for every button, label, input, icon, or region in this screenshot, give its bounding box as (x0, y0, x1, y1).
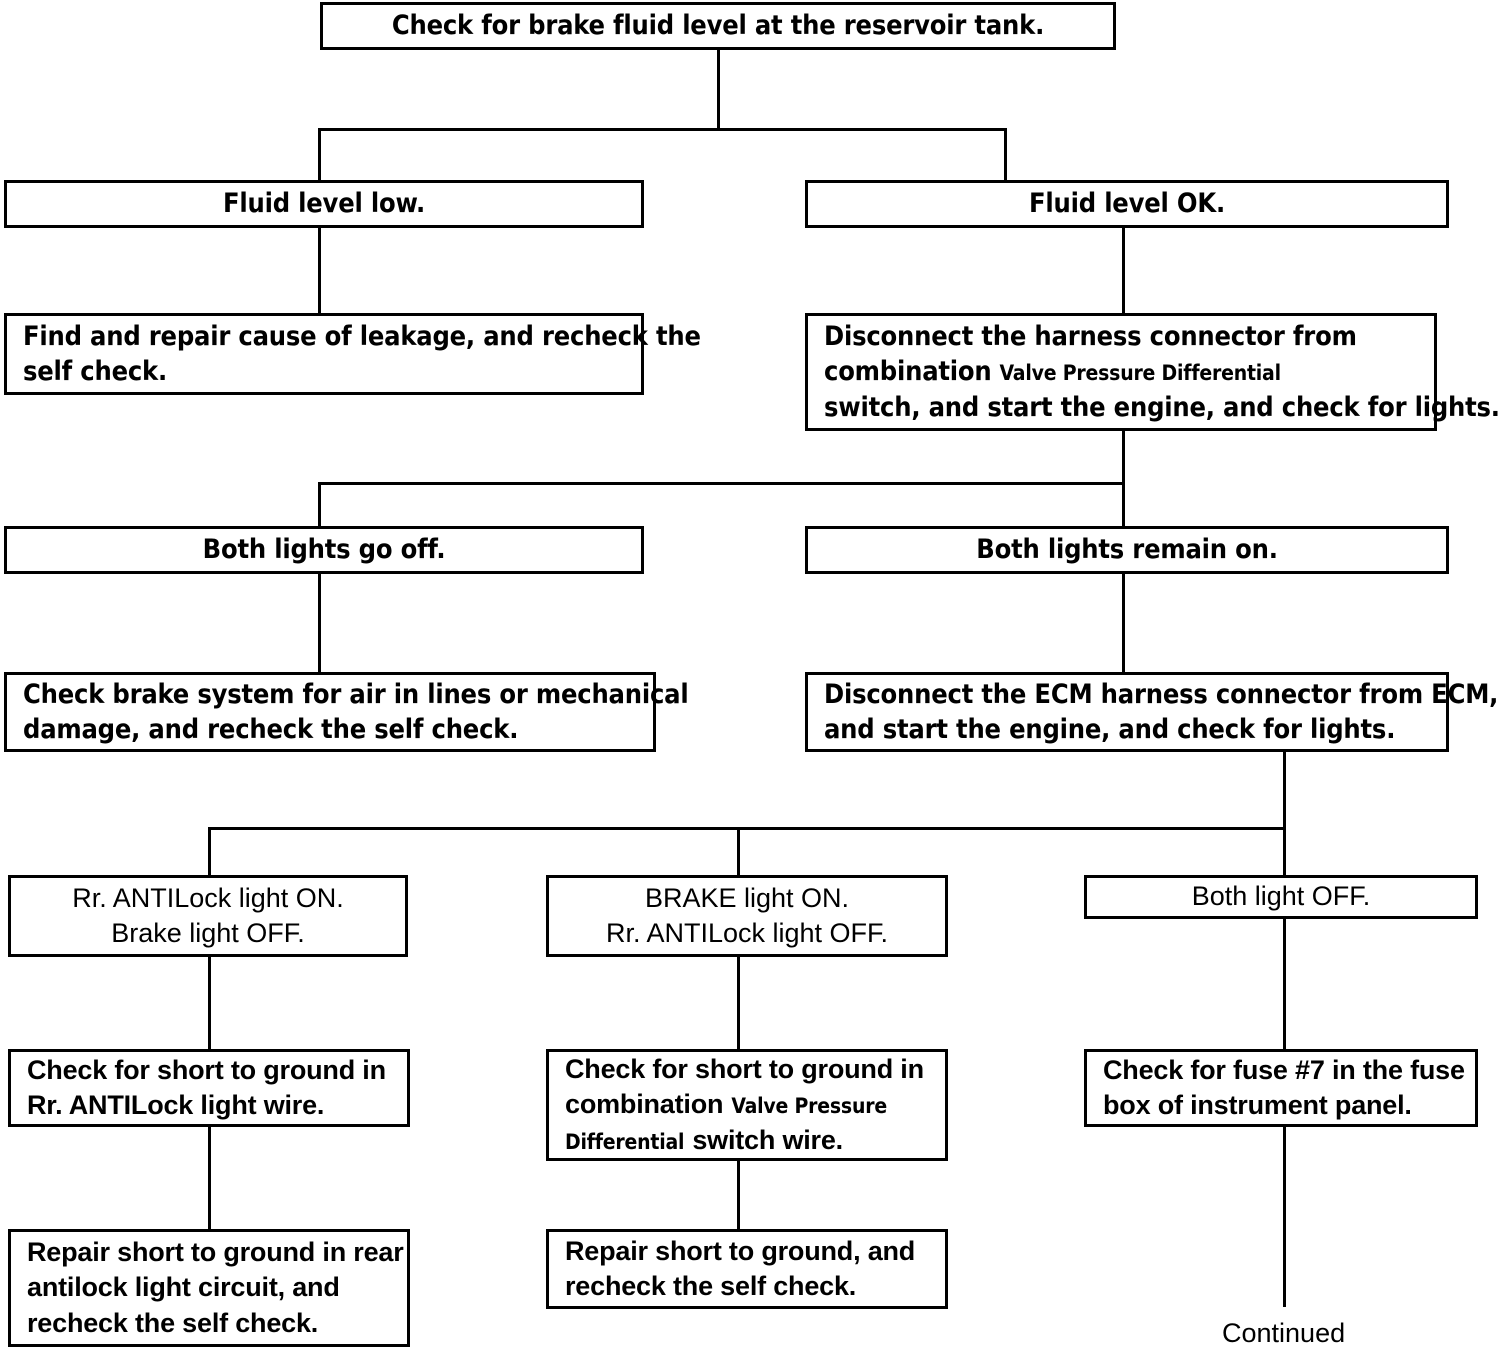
node-repair-short-ground: Repair short to ground, and recheck the … (546, 1229, 948, 1309)
node-fluid-level-ok-line1: Fluid level OK. (1029, 188, 1225, 220)
connector-lights-off-down (318, 574, 321, 672)
node-check-short-rr-wire: Check for short to ground in Rr. ANTILoc… (8, 1049, 410, 1127)
node-disconnect-harness: Disconnect the harness connector from co… (805, 313, 1500, 431)
node-check-fuse-line1: Check for fuse #7 in the fuse (1103, 1054, 1465, 1085)
node-check-short-combination-wire-line2: combination Valve Pressure (565, 1087, 887, 1122)
connector-brake-on-down (737, 957, 740, 1049)
node-disconnect-ecm-line1: Disconnect the ECM harness connector fro… (824, 678, 1499, 710)
connector-rr-on-down (208, 957, 211, 1049)
node-check-short-combination-wire-line2a: combination (565, 1089, 724, 1120)
node-repair-rr-circuit-line3: recheck the self check. (27, 1307, 319, 1338)
node-repair-rr-circuit-line2: antilock light circuit, and (27, 1272, 340, 1303)
node-check-short-combination-wire-line3a: Differential (565, 1129, 685, 1154)
connector-split-2-right-drop (1122, 482, 1125, 526)
node-repair-rr-circuit-line1: Repair short to ground in rear (27, 1237, 404, 1268)
connector-split-2-left-drop (318, 482, 321, 526)
node-both-light-off-line1: Both light OFF. (1191, 881, 1371, 912)
node-check-short-combination-wire-line3b: switch wire. (692, 1124, 843, 1155)
node-disconnect-ecm: Disconnect the ECM harness connector fro… (805, 672, 1498, 752)
node-both-lights-remain-on: Both lights remain on. (805, 526, 1449, 574)
node-check-short-combination-wire-line1: Check for short to ground in (565, 1054, 924, 1085)
node-disconnect-harness-line1: Disconnect the harness connector from (824, 321, 1357, 353)
connector-split-3-mid-drop (737, 827, 740, 875)
connector-check-comb-down (737, 1161, 740, 1229)
node-brake-on-rr-off-line1: BRAKE light ON. (644, 882, 850, 913)
node-check-brake-system: Check brake system for air in lines or m… (4, 672, 689, 752)
connector-fluid-ok-down (1122, 228, 1125, 313)
connector-split-1 (318, 128, 1007, 131)
connector-check-fuse-down (1283, 1127, 1286, 1307)
node-brake-on-rr-off-line2: Rr. ANTILock light OFF. (605, 918, 889, 948)
node-find-repair-leakage-line1: Find and repair cause of leakage, and re… (23, 320, 701, 352)
node-repair-short-ground-line2: recheck the self check. (565, 1271, 857, 1301)
node-fluid-level-ok: Fluid level OK. (805, 180, 1449, 228)
node-find-repair-leakage-line2: self check. (23, 356, 168, 387)
node-both-lights-go-off: Both lights go off. (4, 526, 644, 574)
node-repair-short-ground-line1: Repair short to ground, and (565, 1235, 916, 1266)
node-fluid-level-low: Fluid level low. (4, 180, 644, 228)
node-rr-on-brake-off: Rr. ANTILock light ON. Brake light OFF. (8, 875, 408, 957)
connector-start-down (717, 50, 720, 128)
connector-ecm-down (1283, 752, 1286, 827)
node-check-brake-system-line1: Check brake system for air in lines or m… (23, 678, 689, 710)
node-check-fuse-line2: box of instrument panel. (1103, 1090, 1412, 1120)
node-fluid-level-low-line1: Fluid level low. (222, 188, 425, 220)
connector-check-rr-down (208, 1127, 211, 1229)
node-check-fuse: Check for fuse #7 in the fuse box of ins… (1084, 1049, 1478, 1127)
node-disconnect-harness-line3: switch, and start the engine, and check … (824, 391, 1500, 423)
node-check-short-combination-wire-line2b: Valve Pressure (731, 1094, 887, 1119)
node-check-short-combination-wire: Check for short to ground in combination… (546, 1049, 948, 1161)
node-disconnect-harness-line2b: Valve Pressure Differential (999, 361, 1282, 386)
connector-lights-on-down (1122, 574, 1125, 672)
node-check-brake-system-line2: damage, and recheck the self check. (23, 714, 519, 745)
connector-both-off-down (1283, 919, 1286, 1049)
node-check-short-rr-wire-line2: Rr. ANTILock light wire. (27, 1090, 325, 1120)
node-find-repair-leakage: Find and repair cause of leakage, and re… (4, 313, 701, 395)
node-disconnect-ecm-line2: and start the engine, and check for ligh… (824, 714, 1396, 745)
node-start-line1: Check for brake fluid level at the reser… (391, 10, 1045, 42)
node-both-lights-remain-on-line1: Both lights remain on. (976, 534, 1278, 566)
node-start: Check for brake fluid level at the reser… (320, 2, 1116, 50)
connector-split-3-left-drop (208, 827, 211, 875)
node-check-short-combination-wire-line3: Differential switch wire. (565, 1123, 843, 1158)
connector-split-3-right-drop (1283, 827, 1286, 875)
connector-fluid-low-down (318, 228, 321, 313)
node-check-short-rr-wire-line1: Check for short to ground in (27, 1054, 386, 1085)
connector-split-1-left-drop (318, 128, 321, 180)
node-rr-on-brake-off-line2: Brake light OFF. (111, 918, 305, 948)
node-rr-on-brake-off-line1: Rr. ANTILock light ON. (72, 882, 344, 913)
continued-label: Continued (1222, 1318, 1346, 1348)
connector-harness-down (1122, 431, 1125, 482)
node-both-light-off: Both light OFF. (1084, 875, 1478, 919)
connector-split-3 (208, 827, 1286, 830)
node-brake-on-rr-off: BRAKE light ON. Rr. ANTILock light OFF. (546, 875, 948, 957)
node-disconnect-harness-line2: combination Valve Pressure Differential (824, 354, 1281, 389)
connector-split-1-right-drop (1004, 128, 1007, 180)
node-disconnect-harness-line2a: combination (824, 356, 992, 388)
node-both-lights-go-off-line1: Both lights go off. (202, 534, 446, 566)
connector-split-2 (318, 482, 1125, 485)
node-repair-rr-circuit: Repair short to ground in rear antilock … (8, 1229, 410, 1347)
